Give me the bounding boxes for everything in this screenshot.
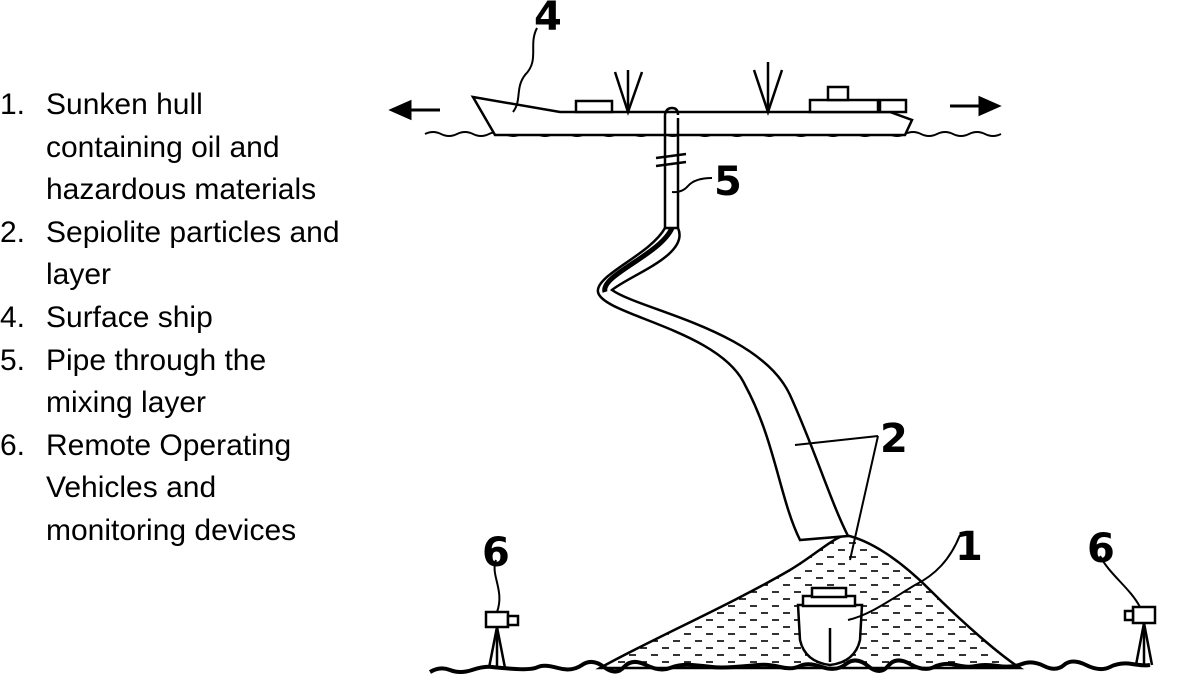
legend-item-pipe: 5. Pipe through the mixing layer [0,340,345,425]
diagram-illustration: 4 5 2 1 6 6 [388,0,1157,674]
legend-text: Sunken hull containing oil and hazardous… [46,88,317,207]
sepiolite-stream [596,226,850,542]
sea-floor [428,658,1151,674]
legend-item-sunken-hull: 1. Sunken hull containing oil and hazard… [0,84,345,212]
callout-pipe: 5 [714,159,742,205]
callout-hull: 1 [955,524,983,570]
legend-number: 2. [0,215,26,249]
legend-number: 4. [0,300,26,334]
legend-list: 1. Sunken hull containing oil and hazard… [0,84,345,553]
sunken-hull [796,586,864,667]
legend-item-sepiolite: 2. Sepiolite particles and layer [0,212,345,297]
callout-rov-left: 6 [482,530,510,576]
arrow-left-icon [388,99,440,121]
legend-text: Surface ship [46,300,213,334]
legend-text: Pipe through the mixing layer [46,343,267,420]
pipe-upper [655,106,687,228]
arrow-right-icon [950,95,1002,117]
callout-rov-right: 6 [1087,526,1115,572]
legend-number: 5. [0,343,26,377]
callout-sepiolite: 2 [880,416,908,462]
legend-number: 1. [0,88,26,121]
leader-lines [493,27,1141,621]
legend-text: Remote Operating Vehicles and monitoring… [46,428,297,547]
legend-item-rov: 6. Remote Operating Vehicles and monitor… [0,425,345,553]
legend-text: Sepiolite particles and layer [46,215,340,292]
rov-device-right [1123,605,1157,666]
legend-number: 6. [0,428,26,462]
pipe-flex-section [602,226,675,293]
surface-ship [470,62,914,137]
rov-device-left [484,610,520,669]
legend-item-surface-ship: 4. Surface ship [0,297,345,340]
callout-ship: 4 [534,0,562,40]
